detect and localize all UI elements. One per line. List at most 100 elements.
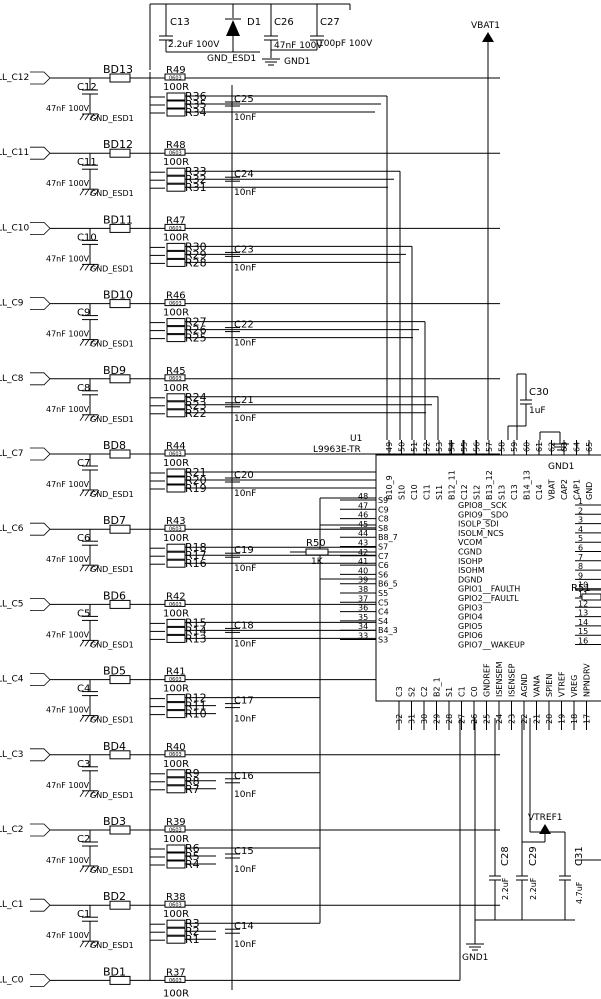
chip-pin-num: 56 <box>473 442 482 452</box>
r50-resistor: R50 1K <box>290 538 340 567</box>
chip-pin-num: 46 <box>358 511 368 520</box>
chip-pin-num: 65 <box>585 442 594 452</box>
gnd-esd-label: GND_ESD1 <box>90 640 134 649</box>
rs-resistor <box>166 702 186 711</box>
cap-ref: C3 <box>77 759 90 770</box>
chip-u1-ref: U1 <box>350 434 362 444</box>
rtop-value: 100R <box>163 988 189 999</box>
gnd-esd-label: GND_ESD1 <box>90 866 134 875</box>
chip-pin-name: B10_9 <box>385 475 394 500</box>
rs-resistor <box>166 100 186 109</box>
bd-ref: BD10 <box>103 289 133 302</box>
chip-pin-name: S2 <box>408 687 417 697</box>
chip-pin-name: C11 <box>423 484 432 500</box>
bd-ref: BD7 <box>103 514 126 527</box>
chip-pin-num: 9 <box>578 571 583 580</box>
diode-d1-symbol <box>226 20 240 36</box>
rtop-ref: R40 <box>166 742 186 753</box>
gnd-esd-label: GND_ESD1 <box>90 114 134 123</box>
chip-pin-name: CAP2 <box>560 479 569 500</box>
chip-pin-num: 4 <box>578 525 583 534</box>
bd-ref: BD13 <box>103 63 133 76</box>
rs-resistor <box>166 108 186 117</box>
connector-arrow-icon <box>30 71 51 85</box>
rtop-resistor-pkg: 0603 <box>169 75 182 81</box>
chip-pin-num: 23 <box>508 714 517 724</box>
rtop-resistor <box>164 675 186 683</box>
rtop-ref: R37 <box>166 967 186 978</box>
rtop-ref: R49 <box>166 65 186 76</box>
chip-pin-num: 31 <box>408 714 417 724</box>
rtop-ref: R38 <box>166 892 186 903</box>
gnd1-chip-label: GND1 <box>548 462 574 472</box>
cell-connector-label: CELL_C4 <box>0 675 24 685</box>
chip-pin-name: B2_1 <box>433 677 442 697</box>
rs-resistor <box>166 250 186 259</box>
cf-ref: C25 <box>234 94 254 105</box>
gnd-esd-label: GND_ESD1 <box>90 716 134 725</box>
chip-pin-name: C8 <box>378 515 389 524</box>
cap-ref: C1 <box>77 909 90 920</box>
cell-connector-label: CELL_C1 <box>0 900 24 910</box>
rs-resistor <box>166 852 186 861</box>
cf-ref: C17 <box>234 696 254 707</box>
rs-resistor <box>166 258 186 267</box>
chip-pin-name: VCOM <box>458 538 482 547</box>
cf-value: 10nF <box>234 188 256 198</box>
chip-pin-num: 60 <box>523 442 532 452</box>
r51-ref: R51 <box>571 583 591 594</box>
chip-pin-name: S13 <box>498 485 507 500</box>
chip-u1-body <box>375 454 601 702</box>
connector-arrow-icon <box>30 222 51 235</box>
rtop-resistor <box>164 900 186 908</box>
gnd-esd-label: GND_ESD1 <box>90 340 134 349</box>
rtop-resistor-pkg: 0603 <box>169 903 182 909</box>
rs-resistor <box>166 401 186 410</box>
gnd1-top-label: GND1 <box>284 57 310 67</box>
rtop-resistor-pkg: 0603 <box>169 827 182 833</box>
rs-resistor <box>166 618 186 627</box>
cell-connector-label: CELL_C12 <box>0 73 29 83</box>
chip-pin-name: ISENSEP <box>508 663 517 697</box>
cap-ref: C4 <box>77 684 90 695</box>
cf-value: 10nF <box>234 715 256 725</box>
chip-pin-num: 38 <box>358 585 368 594</box>
cell-connector-label: CELL_C7 <box>0 449 24 459</box>
cap-value: 47nF 100V <box>46 706 90 715</box>
chip-pin-name: S12 <box>473 485 482 500</box>
rs-resistor <box>166 860 186 869</box>
rs-resistor <box>166 175 186 184</box>
gnd-esd-label: GND_ESD1 <box>90 415 134 424</box>
cap-ref: C12 <box>77 82 97 93</box>
rtop-value: 100R <box>163 909 189 920</box>
chip-pin-name: VBAT <box>548 479 557 500</box>
chip-pin-num: 64 <box>573 442 582 452</box>
chip-pin-num: 49 <box>385 442 394 452</box>
connector-arrow-icon <box>30 823 51 837</box>
rtop-value: 100R <box>163 232 189 243</box>
rtop-resistor-pkg: 0603 <box>169 301 182 307</box>
chip-pin-name: C2 <box>420 686 429 697</box>
chip-pin-num: 39 <box>358 576 368 585</box>
rtop-resistor-pkg: 0603 <box>169 677 182 683</box>
rtop-ref: R44 <box>166 441 186 452</box>
rs-resistor <box>166 927 186 936</box>
chip-pin-name: NPNDRV <box>583 663 592 697</box>
chip-pin-num: 59 <box>510 442 519 452</box>
connector-arrow-icon <box>30 974 51 987</box>
c28-value: 2.2uF <box>501 877 510 900</box>
chip-pin-num: 21 <box>533 714 542 724</box>
chip-pin-name: C13 <box>510 484 519 500</box>
chip-supply-caps: C30 1uF GND1 R51 <box>507 373 601 601</box>
chip-pin-name: ISOHP <box>458 557 483 566</box>
chip-pin-name: ISOHM <box>458 566 485 575</box>
chip-pin-name: GNDREF <box>483 663 492 697</box>
cap-ref: C2 <box>77 834 90 845</box>
rs-resistor <box>166 334 186 343</box>
rtop-resistor <box>164 299 186 307</box>
rtop-resistor-pkg: 0603 <box>169 752 182 758</box>
chip-pin-name: S1 <box>445 687 454 697</box>
gnd-esd-label: GND_ESD1 <box>90 565 134 574</box>
